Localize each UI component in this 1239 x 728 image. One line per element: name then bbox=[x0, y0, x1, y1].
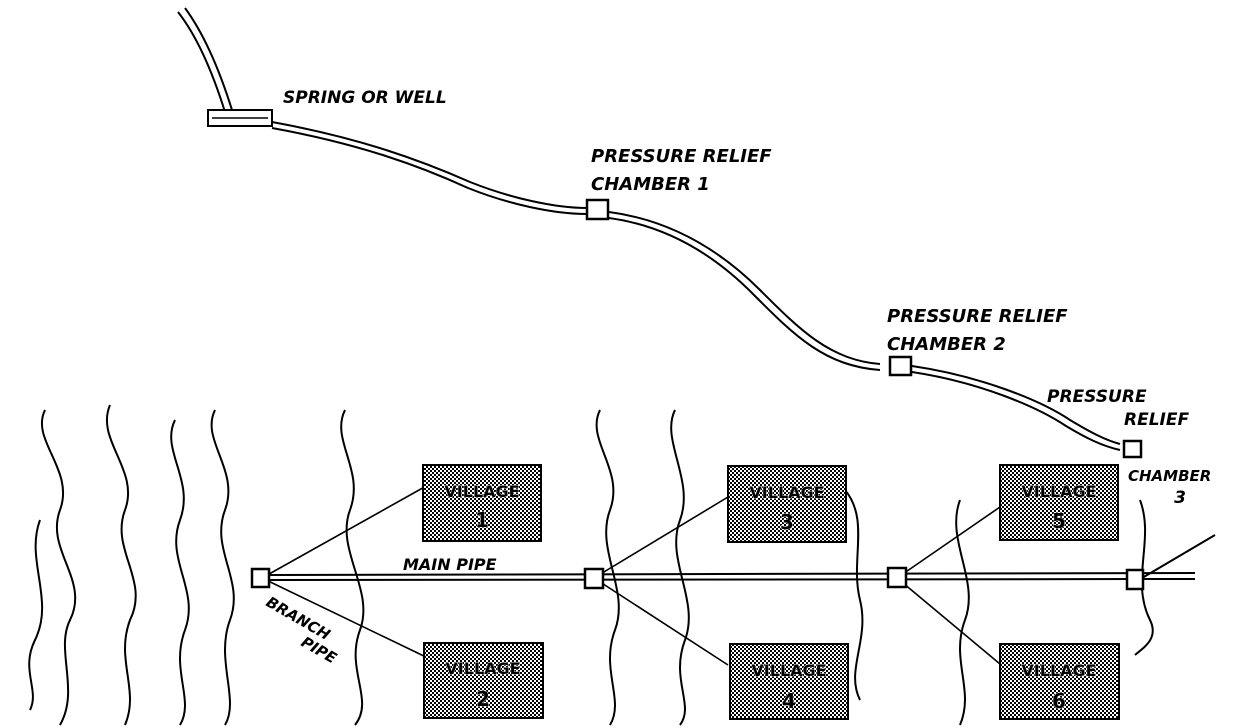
spring-or-well-label: SPRING OR WELL bbox=[283, 88, 447, 108]
branch-pipe-to-village-6 bbox=[896, 577, 1001, 665]
pipe-segment-1 bbox=[271, 127, 588, 215]
main-pipe bbox=[269, 534, 1216, 581]
village-number: 1 bbox=[475, 508, 489, 532]
relief-chamber-3-label: PRESSURE bbox=[1047, 387, 1147, 407]
branch-pipe-to-village-3 bbox=[593, 496, 729, 579]
village-label: VILLAGE bbox=[749, 483, 824, 502]
relief-chamber-1-label: CHAMBER 1 bbox=[591, 174, 710, 195]
relief-chamber-3-label: RELIEF bbox=[1124, 410, 1189, 430]
main-pipe-exit bbox=[1141, 534, 1216, 579]
main-pipe-label: MAIN PIPE bbox=[403, 555, 497, 574]
pipe-segment-1 bbox=[271, 121, 588, 209]
pipe-segment-2 bbox=[608, 211, 881, 365]
village-1: VILLAGE 1 bbox=[422, 464, 542, 542]
branch-pipe-to-village-5 bbox=[896, 506, 1001, 579]
village-label: VILLAGE bbox=[1021, 482, 1096, 501]
branch-pipe-label: BRANCH bbox=[263, 593, 334, 644]
branch-pipes bbox=[261, 484, 1001, 666]
relief-chamber-2-label: CHAMBER 2 bbox=[887, 334, 1006, 355]
branch-pipe-to-village-2 bbox=[261, 577, 429, 659]
terrain-lines bbox=[28, 404, 1154, 726]
village-number: 6 bbox=[1052, 689, 1066, 713]
terrain-line bbox=[210, 409, 235, 726]
village-number: 5 bbox=[1052, 509, 1066, 533]
pipe-segment-3 bbox=[911, 365, 1121, 445]
inlet-pipe bbox=[177, 11, 226, 113]
terrain-line bbox=[955, 499, 970, 726]
village-5: VILLAGE 5 bbox=[999, 464, 1119, 541]
junction-box bbox=[886, 566, 908, 589]
village-number: 3 bbox=[780, 510, 794, 534]
pressure-relief-chamber-1 bbox=[585, 198, 610, 221]
pipe-segment-3 bbox=[911, 371, 1121, 451]
village-number: 2 bbox=[476, 687, 490, 711]
relief-chamber-1-label: PRESSURE RELIEF bbox=[591, 146, 772, 167]
pipe-segment-2 bbox=[608, 217, 881, 371]
junction-box bbox=[1125, 568, 1145, 591]
pressure-relief-chamber-2 bbox=[888, 355, 913, 377]
village-6: VILLAGE 6 bbox=[999, 643, 1120, 720]
junction-box bbox=[250, 567, 271, 589]
village-label: VILLAGE bbox=[444, 482, 519, 501]
village-number: 4 bbox=[782, 689, 796, 713]
terrain-line bbox=[595, 409, 620, 726]
spring-or-well bbox=[207, 109, 273, 127]
terrain-line bbox=[1134, 499, 1154, 656]
terrain-line bbox=[844, 489, 864, 701]
branch-pipe-to-village-1 bbox=[261, 484, 429, 579]
terrain-line bbox=[670, 409, 690, 726]
branch-pipe-to-village-4 bbox=[593, 577, 729, 666]
terrain-line bbox=[28, 519, 44, 711]
pressure-relief-chamber-3 bbox=[1122, 439, 1143, 459]
village-4: VILLAGE 4 bbox=[729, 643, 849, 720]
terrain-line bbox=[340, 409, 365, 726]
inlet-pipe bbox=[184, 7, 233, 111]
terrain-line bbox=[170, 419, 190, 726]
relief-chamber-3-label: CHAMBER bbox=[1128, 467, 1211, 485]
terrain-line bbox=[40, 409, 77, 726]
village-2: VILLAGE 2 bbox=[423, 642, 544, 719]
relief-chamber-2-label: PRESSURE RELIEF bbox=[887, 306, 1068, 327]
supply-pipeline bbox=[177, 7, 1121, 451]
village-label: VILLAGE bbox=[751, 661, 826, 680]
junction-box bbox=[583, 567, 605, 590]
terrain-line bbox=[105, 404, 137, 726]
village-3: VILLAGE 3 bbox=[727, 465, 847, 543]
village-label: VILLAGE bbox=[445, 659, 520, 678]
relief-chamber-3-label: 3 bbox=[1174, 488, 1186, 508]
village-label: VILLAGE bbox=[1021, 661, 1096, 680]
